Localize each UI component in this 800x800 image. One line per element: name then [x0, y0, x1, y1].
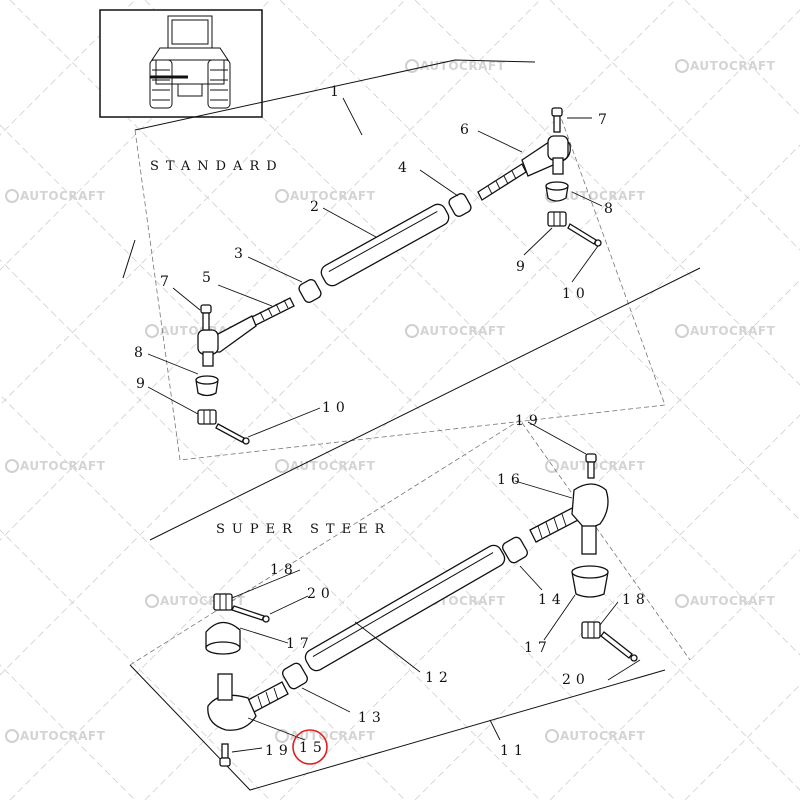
clamp-4 — [448, 193, 472, 217]
dust-boot-8-right — [545, 181, 569, 202]
grease-nipple-7-right — [551, 107, 563, 133]
callout-7-left: 7 — [160, 274, 174, 290]
watermark-9: AUTOCRAFT — [5, 459, 106, 473]
castle-nut-18-right — [581, 621, 601, 639]
callout-20-left: 20 — [307, 586, 335, 602]
callout-19-upper: 19 — [515, 413, 543, 429]
tie-rod-end-6 — [477, 135, 571, 201]
callout-8-left: 8 — [134, 345, 148, 361]
castle-nut-9-right — [547, 211, 567, 227]
watermark-11: AUTOCRAFT — [545, 459, 646, 473]
svg-text:AUTOCRAFT: AUTOCRAFT — [20, 189, 106, 203]
callout-9-right: 9 — [516, 259, 530, 275]
watermark-17: AUTOCRAFT — [545, 729, 646, 743]
standard-assembly — [195, 107, 602, 445]
callout-18-right: 18 — [622, 592, 650, 608]
callout-15: 15 — [299, 740, 327, 756]
super-steer-assembly — [205, 453, 638, 767]
svg-text:AUTOCRAFT: AUTOCRAFT — [160, 594, 246, 608]
svg-text:AUTOCRAFT: AUTOCRAFT — [290, 189, 376, 203]
grease-nipple-19-upper — [585, 453, 597, 479]
callout-2: 2 — [310, 199, 324, 215]
cotter-pin-20-right — [600, 631, 638, 662]
dust-boot-17-right — [571, 565, 609, 598]
svg-text:AUTOCRAFT: AUTOCRAFT — [290, 459, 376, 473]
grease-nipple-7-left — [200, 304, 212, 331]
leader-lines — [147, 97, 641, 753]
svg-text:AUTOCRAFT: AUTOCRAFT — [690, 324, 776, 338]
tie-rod-end-5 — [197, 297, 295, 367]
grease-nipple-19-lower — [219, 743, 231, 767]
super-steer-frame — [129, 267, 701, 791]
tie-rod-end-16 — [529, 483, 609, 555]
callout-16: 16 — [497, 472, 525, 488]
svg-text:AUTOCRAFT: AUTOCRAFT — [560, 729, 646, 743]
callout-4: 4 — [398, 160, 412, 176]
watermark-7: AUTOCRAFT — [405, 324, 506, 338]
dust-boot-17-left — [205, 621, 241, 655]
watermark-layer: AUTOCRAFT AUTOCRAFT AUTOCRAFT AUTOCRAFT AUTO… — [5, 59, 776, 743]
callout-17-left: 17 — [286, 636, 314, 652]
callout-1: 1 — [330, 84, 344, 100]
watermark-14: AUTOCRAFT — [675, 594, 776, 608]
callout-10-right: 10 — [562, 286, 590, 302]
clamp-3 — [298, 279, 322, 303]
callout-20-right: 20 — [562, 672, 590, 688]
clamp-14 — [502, 536, 528, 564]
watermark-8: AUTOCRAFT — [675, 324, 776, 338]
tube-2 — [320, 203, 450, 287]
svg-text:AUTOCRAFT: AUTOCRAFT — [20, 459, 106, 473]
section-title-super-steer: SUPER STEER — [216, 522, 391, 537]
watermark-3: AUTOCRAFT — [5, 189, 106, 203]
callout-17-right: 17 — [524, 640, 552, 656]
callout-3: 3 — [234, 246, 248, 262]
watermark-2: AUTOCRAFT — [675, 59, 776, 73]
section-title-standard: STANDARD — [150, 159, 284, 174]
standard-frame — [122, 59, 666, 461]
tie-rod-end-15 — [207, 673, 289, 731]
callout-6: 6 — [460, 122, 474, 138]
cotter-pin-20-left — [231, 605, 270, 623]
callout-9-left: 9 — [136, 376, 150, 392]
castle-nut-18-left — [213, 593, 233, 611]
watermark-16: AUTOCRAFT — [275, 729, 376, 743]
tube-12 — [304, 544, 506, 672]
dust-boot-8-left — [195, 375, 219, 397]
tractor-thumbnail — [99, 9, 263, 118]
clamp-13 — [282, 662, 308, 690]
svg-text:AUTOCRAFT: AUTOCRAFT — [560, 189, 646, 203]
svg-text:AUTOCRAFT: AUTOCRAFT — [690, 594, 776, 608]
callout-7-right: 7 — [598, 112, 612, 128]
cotter-pin-10-right — [567, 223, 602, 247]
callout-8-right: 8 — [604, 201, 618, 217]
callout-11: 11 — [500, 743, 528, 759]
callout-14: 14 — [538, 592, 566, 608]
watermark-15: AUTOCRAFT — [5, 729, 106, 743]
watermark-4: AUTOCRAFT — [275, 189, 376, 203]
callout-13: 13 — [358, 710, 386, 726]
watermark-10: AUTOCRAFT — [275, 459, 376, 473]
highlight-circle — [292, 729, 328, 765]
castle-nut-9-left — [197, 409, 217, 425]
svg-text:AUTOCRAFT: AUTOCRAFT — [420, 324, 506, 338]
svg-text:AUTOCRAFT: AUTOCRAFT — [560, 459, 646, 473]
svg-text:AUTOCRAFT: AUTOCRAFT — [20, 729, 106, 743]
callout-labels: 1 2 3 4 5 6 7 7 8 8 9 9 10 10 11 12 13 1… — [134, 84, 650, 759]
callout-5: 5 — [202, 270, 216, 286]
callout-19-lower: 19 — [265, 743, 293, 759]
callout-10-left: 10 — [322, 400, 350, 416]
callout-18-left: 18 — [270, 562, 298, 578]
svg-text:AUTOCRAFT: AUTOCRAFT — [690, 59, 776, 73]
callout-12: 12 — [425, 670, 453, 686]
cotter-pin-10-left — [215, 423, 250, 445]
svg-text:AUTOCRAFT: AUTOCRAFT — [290, 729, 376, 743]
